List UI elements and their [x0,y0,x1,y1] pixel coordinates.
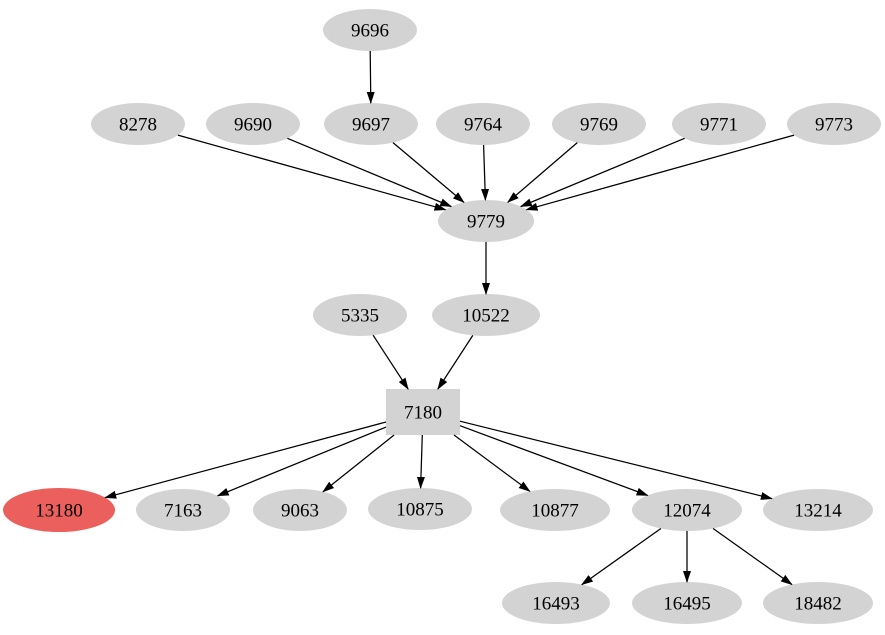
node-label: 16493 [532,594,580,615]
node-shape [438,200,534,242]
graph-node-9063: 9063 [253,489,347,531]
graph-node-13180: 13180 [3,488,115,532]
node-label: 9764 [464,115,503,136]
node-shape [368,488,472,530]
node-shape [502,582,610,624]
graph-node-10877: 10877 [500,489,610,531]
node-label: 9771 [700,115,738,136]
node-label: 18482 [794,594,842,615]
edge-9771-9779 [519,137,685,208]
node-label: 7163 [164,501,202,522]
node-label: 9779 [467,212,505,233]
graph-node-9771: 9771 [672,103,766,145]
node-shape [323,9,417,51]
node-label: 9769 [580,115,618,136]
edge-9764-9779 [481,144,490,201]
node-shape [500,489,610,531]
graph-node-7163: 7163 [136,489,230,531]
node-label: 9063 [281,501,319,522]
node-label: 10875 [396,500,444,521]
graph-node-10875: 10875 [368,488,472,530]
node-label: 10877 [531,501,579,522]
graph-node-9773: 9773 [787,103,881,145]
node-shape [206,103,300,145]
node-shape [787,103,881,145]
graph-node-18482: 18482 [763,582,873,624]
edge-5335-7180 [372,334,409,390]
edge-9697-9779 [392,142,465,204]
edge-9696-9697 [366,50,375,104]
node-label: 16495 [663,594,711,615]
graph-node-16493: 16493 [502,582,610,624]
node-shape [3,488,115,532]
node-shape [632,489,742,531]
edge-9690-9779 [287,137,453,208]
graph-node-16495: 16495 [632,582,742,624]
edge-7180-10877 [453,434,531,492]
node-label: 12074 [663,501,711,522]
node-shape [386,389,460,435]
edge-7180-9063 [322,434,395,493]
node-shape [324,103,418,145]
edge-12074-16493 [581,527,662,586]
node-shape [432,294,540,336]
node-shape [672,103,766,145]
edge-7180-13180 [104,421,387,499]
node-shape [253,489,347,531]
graph-node-5335: 5335 [313,294,407,336]
graph-node-10522: 10522 [432,294,540,336]
edge-7180-10875 [416,434,425,489]
graph-node-7180: 7180 [386,389,460,435]
node-label: 9690 [234,115,272,136]
edge-7180-12074 [459,425,649,496]
node-label: 9697 [352,115,390,136]
node-shape [136,489,230,531]
node-label: 13214 [794,501,842,522]
node-shape [436,103,530,145]
node-shape [91,103,185,145]
node-shape [763,489,873,531]
node-shape [763,582,873,624]
node-label: 9696 [351,21,389,42]
graph-node-13214: 13214 [763,489,873,531]
edge-7180-7163 [216,426,387,497]
node-label: 8278 [119,115,157,136]
edge-9773-9779 [525,134,795,211]
node-shape [313,294,407,336]
graph-node-9690: 9690 [206,103,300,145]
graph-node-9779: 9779 [438,200,534,242]
graph-node-9769: 9769 [552,103,646,145]
edge-9769-9779 [507,142,578,203]
edge-10522-7180 [437,335,474,390]
graph-node-9697: 9697 [324,103,418,145]
node-label: 9773 [815,115,853,136]
edge-7180-13214 [459,420,773,500]
graph-node-9696: 9696 [323,9,417,51]
node-label: 7180 [404,403,442,424]
edge-12074-18482 [712,527,793,586]
graph-node-9764: 9764 [436,103,530,145]
graph-node-8278: 8278 [91,103,185,145]
node-label: 13180 [35,501,83,522]
graph-node-12074: 12074 [632,489,742,531]
node-label: 10522 [462,306,510,327]
edge-8278-9779 [177,134,447,211]
node-label: 5335 [341,306,379,327]
node-shape [632,582,742,624]
node-shape [552,103,646,145]
